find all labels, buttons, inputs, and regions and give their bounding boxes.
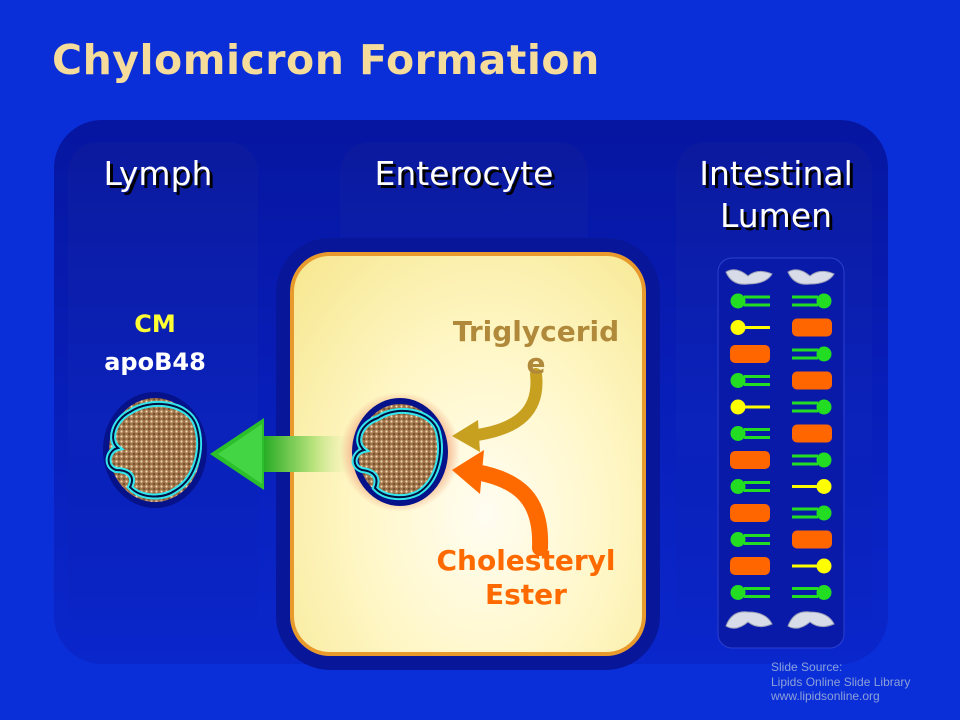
lumen-left-lipids xyxy=(730,293,770,600)
lipid-orange-block xyxy=(730,557,770,575)
lymph-chylomicron-icon xyxy=(103,392,207,508)
source-line3: www.lipidsonline.org xyxy=(771,689,880,703)
cholesteryl-label-line2: Ester xyxy=(485,578,567,611)
triglyceride-arrow xyxy=(452,368,543,452)
lipid-green-fork xyxy=(792,585,832,600)
cm-label: CM xyxy=(134,310,176,338)
triglyceride-label-line2: e xyxy=(526,347,546,380)
lymph-column xyxy=(68,142,258,642)
lipid-orange-block xyxy=(792,530,832,549)
source-line2: Lipids Online Slide Library xyxy=(771,674,911,689)
lumen-heading-line2: Lumen xyxy=(719,196,833,235)
triglyceride-label: Triglycerid e xyxy=(446,316,626,380)
lipid-green-fork xyxy=(792,346,832,362)
apob48-label: apoB48 xyxy=(104,348,206,376)
source-line1: Slide Source: xyxy=(771,660,843,674)
lipid-orange-block xyxy=(730,345,770,363)
slide-source: Slide Source: Lipids Online Slide Librar… xyxy=(771,660,910,704)
slide-title: Chylomicron Formation xyxy=(52,36,600,84)
lipid-yellow-line xyxy=(730,320,770,335)
lipid-yellow-line xyxy=(792,479,832,494)
enterocyte-chylomicron-icon xyxy=(340,392,460,512)
lipid-green-fork xyxy=(730,426,770,441)
cholesteryl-ester-label: Cholesteryl Ester xyxy=(432,544,620,612)
lymph-heading: Lymph xyxy=(103,154,213,193)
lipid-green-fork xyxy=(792,505,832,521)
lipid-orange-block xyxy=(792,318,832,337)
lipid-orange-block xyxy=(730,451,770,469)
cholesteryl-ester-arrow xyxy=(452,450,549,556)
lipid-yellow-line xyxy=(792,558,832,574)
enterocyte-heading: Enterocyte xyxy=(374,154,554,193)
lipid-green-fork xyxy=(730,373,770,388)
lipid-green-fork xyxy=(730,479,770,494)
export-arrow xyxy=(210,418,354,490)
lipid-green-fork xyxy=(792,293,832,309)
triglyceride-label-line1: Triglycerid xyxy=(452,315,620,348)
lipid-green-fork xyxy=(730,293,770,309)
lipid-orange-block xyxy=(792,371,832,390)
lipid-orange-block xyxy=(730,504,770,522)
cholesteryl-label-line1: Cholesteryl xyxy=(436,544,616,577)
lumen-heading-line1: Intestinal xyxy=(699,154,853,193)
lipid-yellow-line xyxy=(730,399,770,415)
lumen-micelle xyxy=(717,257,845,649)
lumen-right-lipids xyxy=(792,293,832,600)
lipid-green-fork xyxy=(730,585,770,600)
lipid-green-fork xyxy=(792,399,832,415)
lipid-green-fork xyxy=(730,532,770,547)
lipid-green-fork xyxy=(792,452,832,468)
lipid-orange-block xyxy=(792,424,832,443)
